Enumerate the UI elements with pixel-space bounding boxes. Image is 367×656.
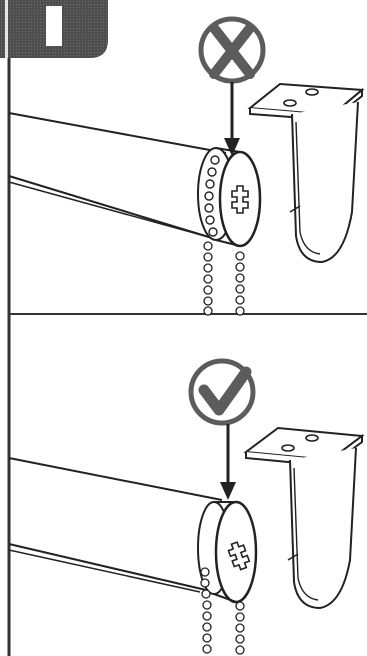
panel-incorrect [8,16,365,316]
checkmark-icon [188,358,256,426]
roller-tube [8,112,227,239]
arrow-down-icon [220,424,236,500]
mounting-bracket [243,426,365,610]
roller-tube [8,457,223,593]
step-badge-stripe [5,0,8,58]
arrow-down-icon [224,82,240,156]
control-unit [197,147,262,248]
bead-chain [200,567,245,655]
bead-chain [203,241,245,316]
mounting-bracket [247,82,365,264]
cross-icon [198,16,266,84]
panel-correct [8,358,365,655]
step-badge-glyph [46,6,62,46]
